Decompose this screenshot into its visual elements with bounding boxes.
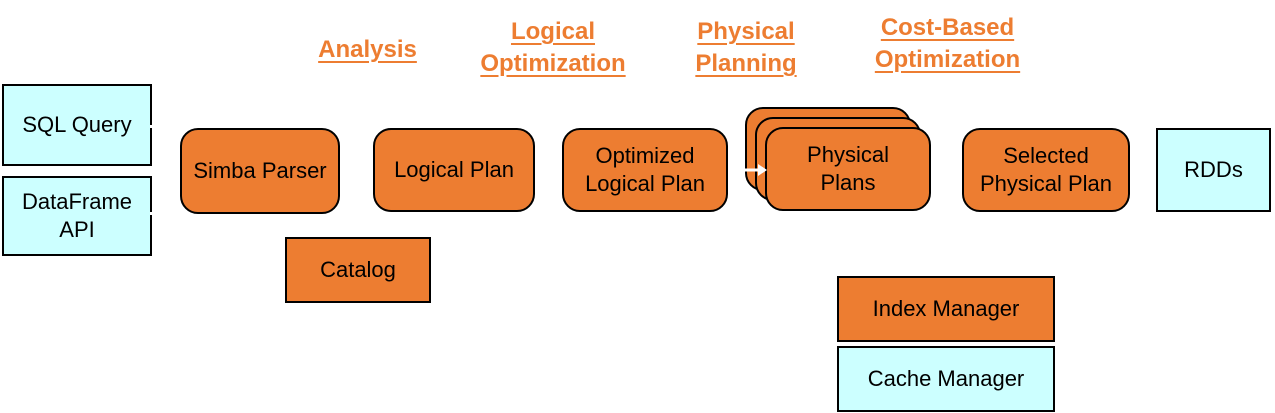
stage-label-line: Optimization bbox=[874, 46, 1021, 73]
stage-label-line: Logical bbox=[510, 18, 595, 45]
physical-plans-box: Physical Plans bbox=[765, 127, 931, 211]
connector bbox=[1130, 170, 1158, 173]
box-label: Cache Manager bbox=[867, 366, 1025, 391]
logical-plan-box: Logical Plan bbox=[373, 128, 535, 212]
box-label: RDDs bbox=[1184, 157, 1243, 182]
connector bbox=[532, 170, 564, 173]
box-label: Physical Plan bbox=[979, 171, 1113, 196]
connector bbox=[150, 125, 182, 128]
box-label: Logical Plan bbox=[394, 157, 514, 182]
box-label: DataFrame bbox=[21, 189, 133, 214]
box-label: Optimized bbox=[595, 143, 695, 168]
cache-manager-box: Cache Manager bbox=[837, 346, 1055, 412]
catalog-box: Catalog bbox=[285, 237, 431, 303]
stage-label-line: Cost-Based bbox=[880, 14, 1015, 41]
box-label: Physical bbox=[807, 142, 889, 167]
arrow-icon bbox=[742, 164, 767, 176]
stage-label-physical-planning: Physical Planning bbox=[682, 16, 810, 80]
selected-physical-plan-box: Selected Physical Plan bbox=[962, 128, 1130, 212]
box-label: SQL Query bbox=[22, 112, 132, 137]
index-manager-box: Index Manager bbox=[837, 276, 1055, 342]
connector bbox=[930, 170, 964, 173]
stage-label-cost-based-optimization: Cost-Based Optimization bbox=[855, 12, 1040, 76]
stage-label-analysis: Analysis bbox=[300, 34, 435, 66]
connector bbox=[338, 170, 376, 173]
rdds-box: RDDs bbox=[1156, 128, 1271, 212]
box-label: Plans bbox=[820, 170, 876, 195]
stage-label-line: Planning bbox=[695, 50, 797, 77]
simba-parser-box: Simba Parser bbox=[180, 128, 340, 214]
stage-label-logical-optimization: Logical Optimization bbox=[463, 16, 643, 80]
stage-label-line: Physical bbox=[697, 18, 795, 45]
box-label: Index Manager bbox=[872, 296, 1020, 321]
box-label: API bbox=[59, 217, 95, 242]
box-label: Selected bbox=[1003, 143, 1089, 168]
optimized-logical-plan-box: Optimized Logical Plan bbox=[562, 128, 728, 212]
stage-label-line: Optimization bbox=[480, 50, 626, 77]
box-label: Logical Plan bbox=[585, 171, 705, 196]
stage-label-line: Analysis bbox=[318, 36, 417, 63]
sql-query-box: SQL Query bbox=[2, 84, 152, 166]
box-label: Catalog bbox=[320, 257, 396, 282]
dataframe-api-box: DataFrame API bbox=[2, 176, 152, 256]
box-label: Simba Parser bbox=[193, 158, 327, 183]
connector bbox=[150, 212, 182, 215]
